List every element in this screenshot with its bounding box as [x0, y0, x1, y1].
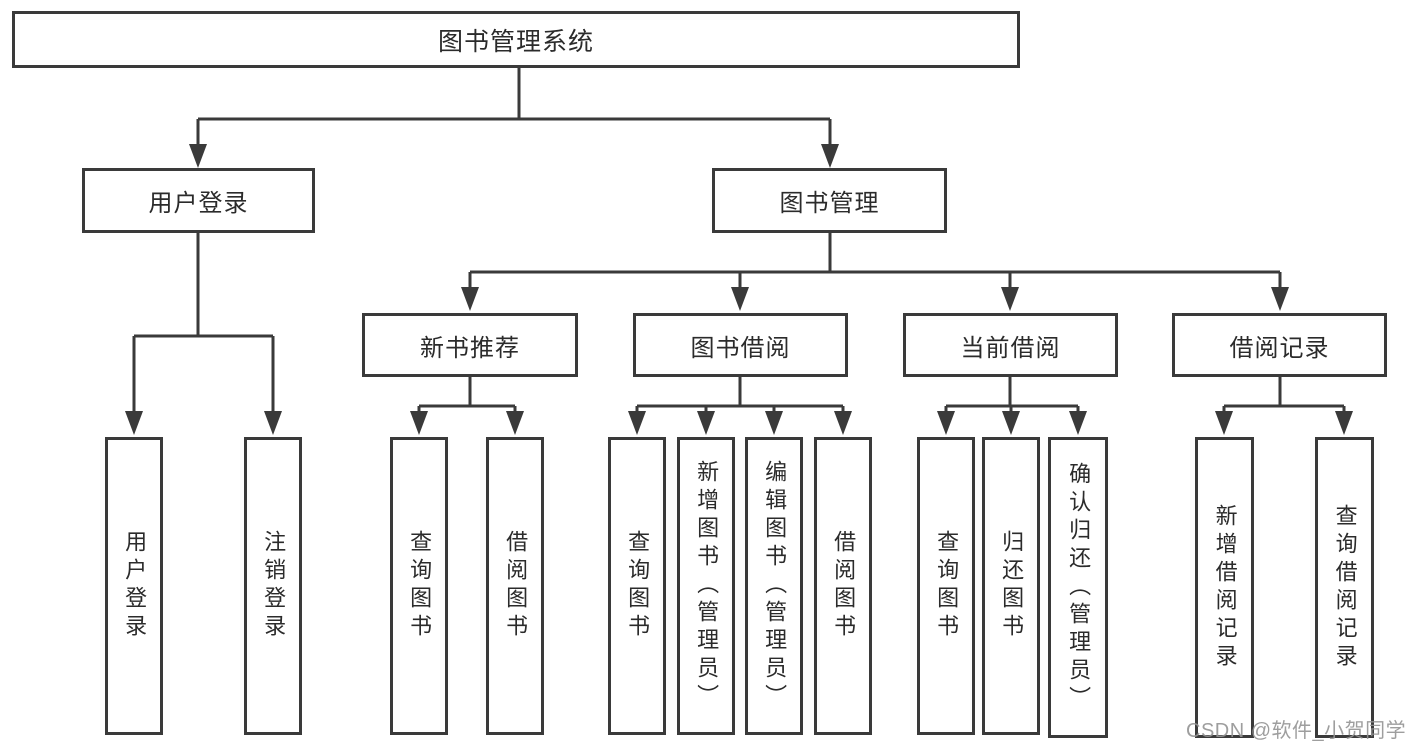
- connector-current-borrow-children: [937, 377, 1087, 435]
- leaf-recommend-borrow-books: 借阅图书: [486, 437, 544, 735]
- node-borrow-records-label: 借阅记录: [1229, 334, 1330, 362]
- connector-book-borrow-children: [628, 377, 852, 435]
- node-root-system: 图书管理系统: [12, 11, 1020, 68]
- leaf-records-add-record-label: 新增借阅记录: [1212, 503, 1238, 672]
- leaf-current-query-books-label: 查询图书: [934, 530, 960, 642]
- node-book-management-label: 图书管理: [779, 190, 880, 217]
- leaf-logout-label: 注销登录: [261, 530, 287, 642]
- connector-new-book-recommend-children: [410, 377, 524, 435]
- leaf-records-query-record-label: 查询借阅记录: [1332, 503, 1358, 672]
- leaf-borrow-query-books: 查询图书: [608, 437, 666, 735]
- leaf-records-add-record: 新增借阅记录: [1195, 437, 1254, 738]
- leaf-logout: 注销登录: [244, 437, 302, 735]
- leaf-recommend-query-books: 查询图书: [390, 437, 448, 735]
- node-new-book-recommend-label: 新书推荐: [420, 334, 520, 362]
- connector-borrow-records-children: [1215, 377, 1353, 435]
- node-current-borrow-label: 当前借阅: [960, 334, 1061, 362]
- connector-root-to-level2: [189, 67, 839, 168]
- csdn-watermark: CSDN @软件_小贺同学: [1186, 720, 1405, 742]
- leaf-recommend-borrow-books-label: 借阅图书: [503, 530, 529, 642]
- leaf-borrow-add-books-admin-label: 新增图书（管理员）: [694, 460, 720, 712]
- leaf-records-query-record: 查询借阅记录: [1315, 437, 1374, 738]
- node-borrow-records: 借阅记录: [1172, 313, 1387, 377]
- leaf-borrow-query-books-label: 查询图书: [625, 530, 651, 642]
- leaf-current-return-books: 归还图书: [982, 437, 1040, 735]
- leaf-borrow-edit-books-admin-label: 编辑图书（管理员）: [762, 460, 788, 712]
- node-new-book-recommend: 新书推荐: [362, 313, 578, 377]
- node-book-management: 图书管理: [712, 168, 947, 233]
- leaf-borrow-edit-books-admin: 编辑图书（管理员）: [745, 437, 803, 735]
- connector-book-management-children: [461, 233, 1289, 311]
- node-book-borrow-label: 图书借阅: [690, 334, 791, 362]
- leaf-recommend-query-books-label: 查询图书: [407, 530, 433, 642]
- node-root-system-label: 图书管理系统: [437, 27, 594, 56]
- leaf-current-return-books-label: 归还图书: [999, 530, 1025, 642]
- leaf-user-login-label: 用户登录: [122, 530, 148, 642]
- leaf-current-query-books: 查询图书: [917, 437, 975, 735]
- connector-user-login-children: [125, 233, 282, 435]
- node-user-login-label: 用户登录: [148, 190, 249, 217]
- leaf-current-confirm-return-admin: 确认归还（管理员）: [1048, 437, 1108, 738]
- node-current-borrow: 当前借阅: [903, 313, 1118, 377]
- leaf-borrow-borrow-books-label: 借阅图书: [831, 530, 857, 642]
- node-book-borrow: 图书借阅: [633, 313, 848, 377]
- leaf-borrow-borrow-books: 借阅图书: [814, 437, 872, 735]
- leaf-user-login: 用户登录: [105, 437, 163, 735]
- node-user-login: 用户登录: [82, 168, 315, 233]
- leaf-borrow-add-books-admin: 新增图书（管理员）: [677, 437, 735, 735]
- leaf-current-confirm-return-admin-label: 确认归还（管理员）: [1066, 461, 1092, 714]
